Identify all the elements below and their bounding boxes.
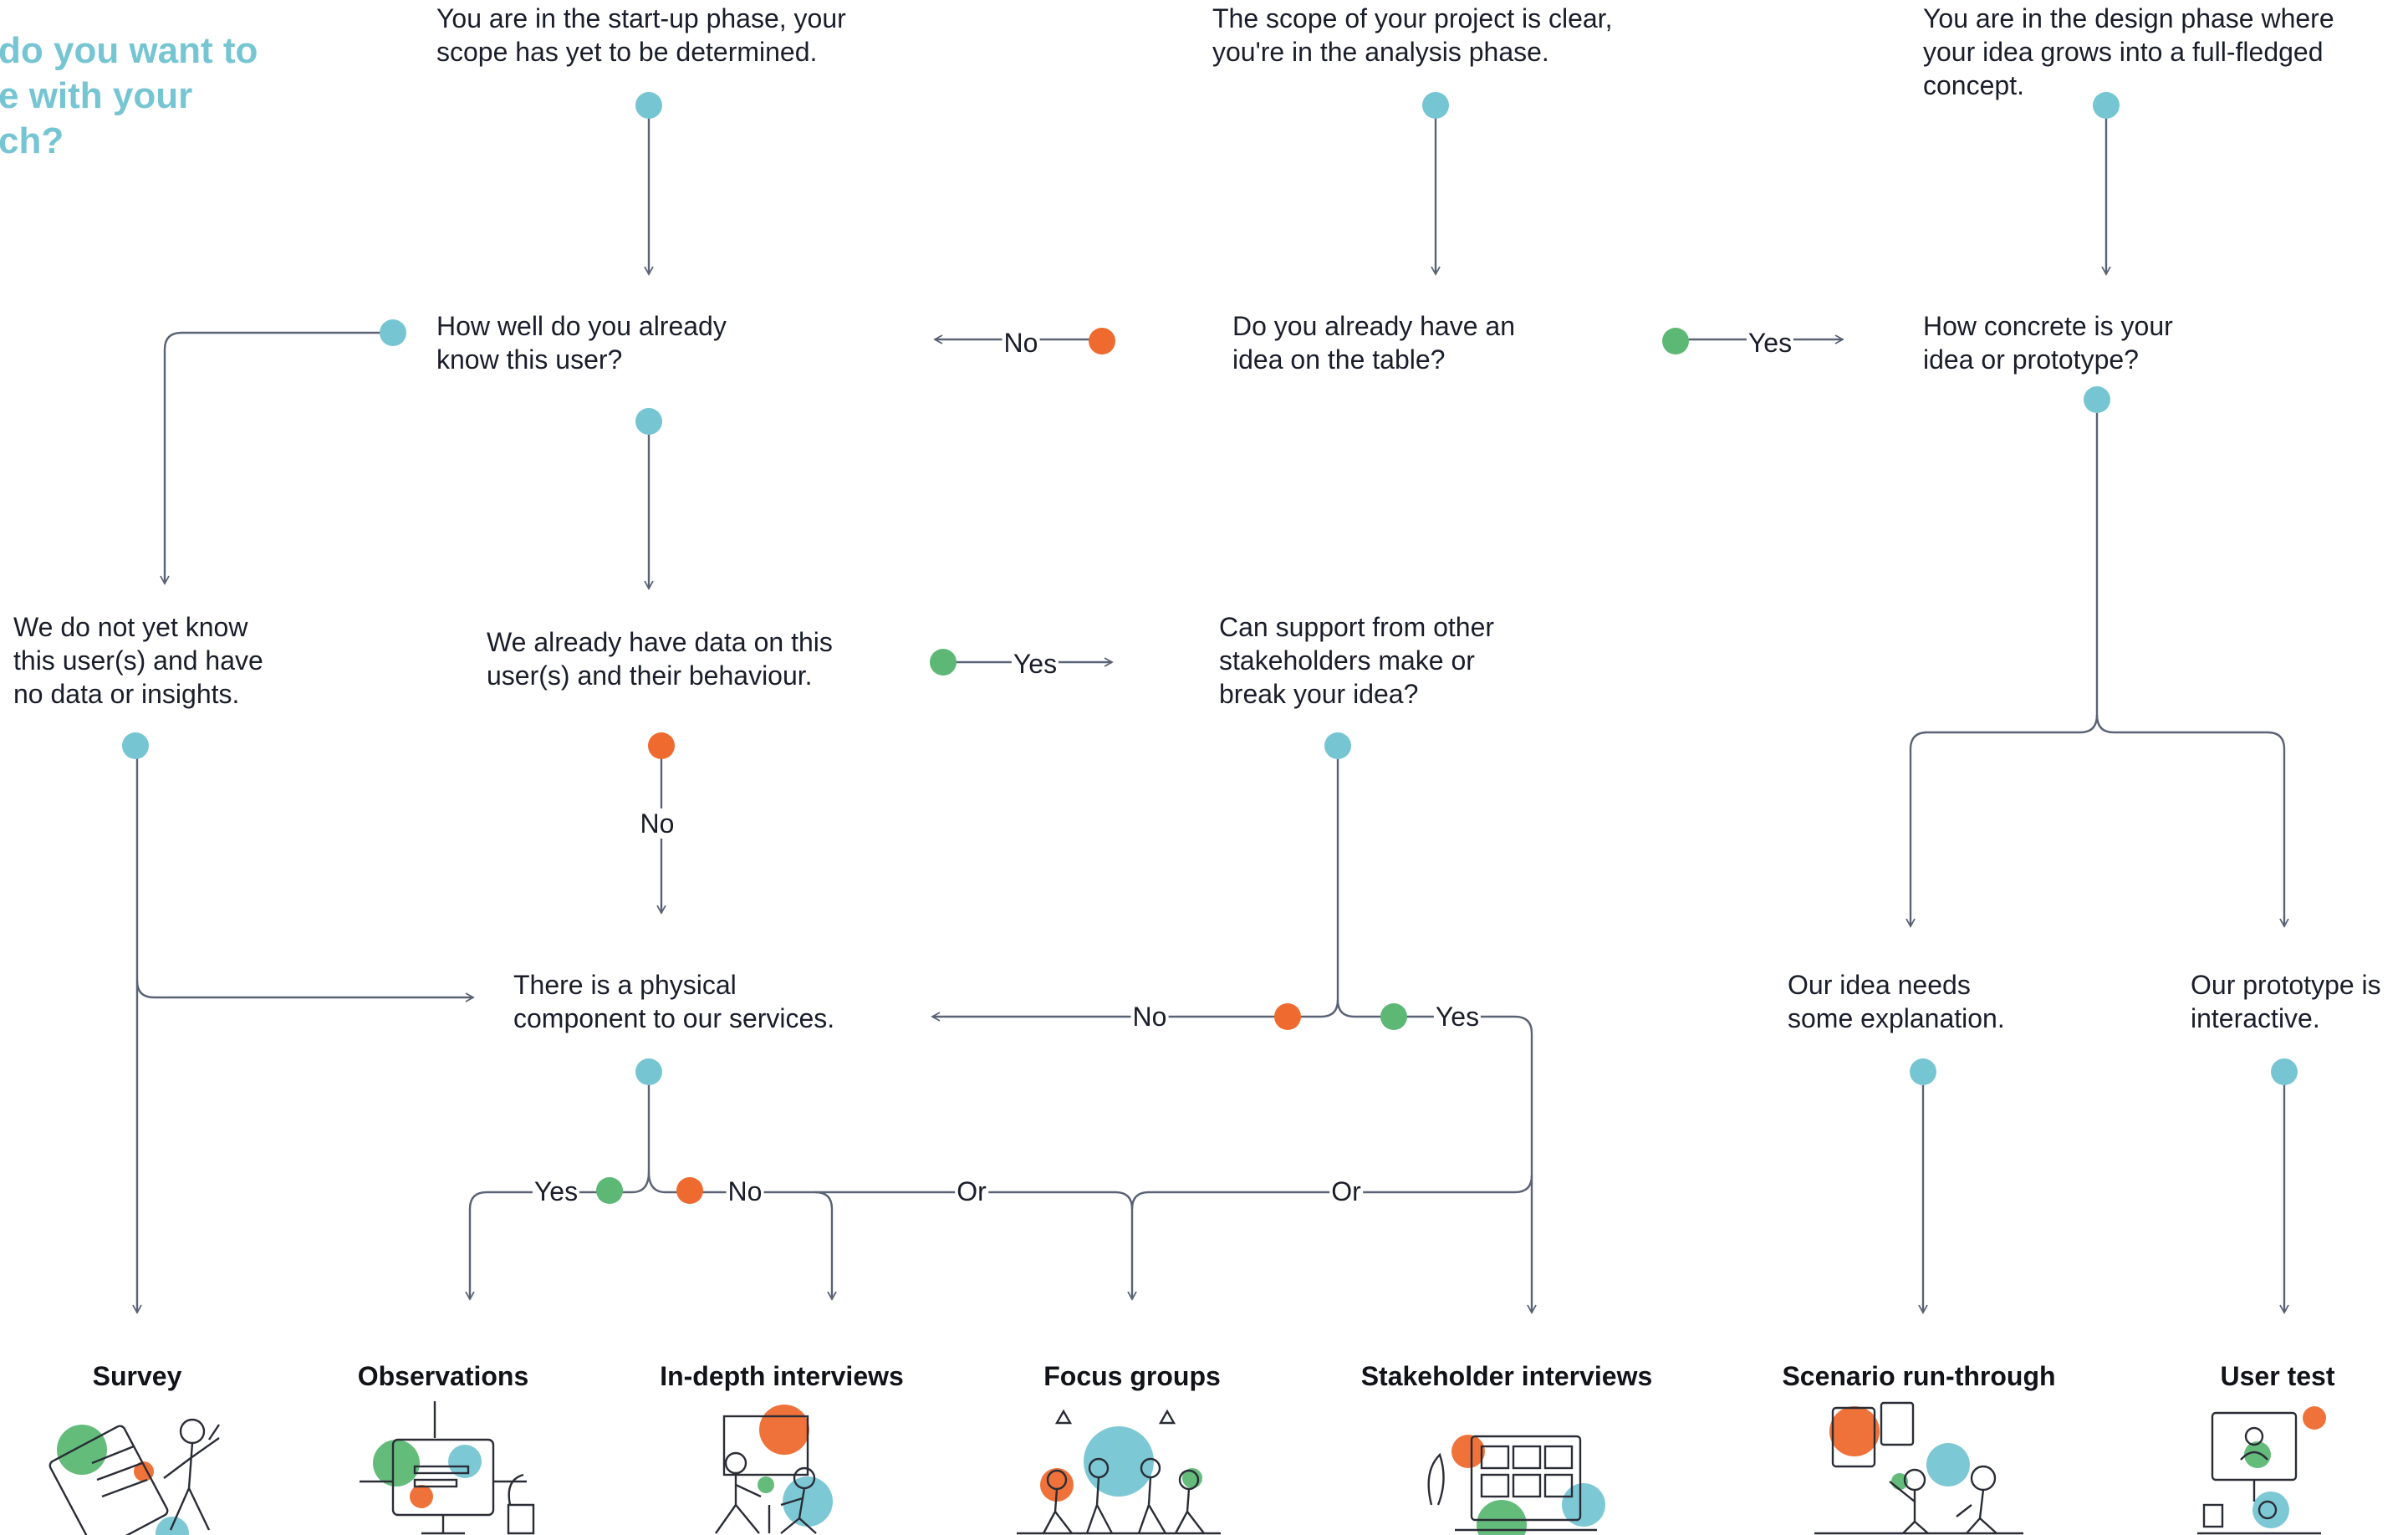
dot-haveidea-no <box>1089 328 1115 354</box>
edge-label-yes-observations: Yes <box>532 1176 580 1206</box>
method-scenario-run-through: Scenario run-through <box>1782 1361 2056 1391</box>
edge-label-no-physical: No <box>638 808 676 839</box>
observations-accent-3 <box>410 1485 433 1508</box>
observations-accent-2 <box>448 1445 482 1478</box>
scenario-accent-1 <box>1829 1406 1880 1456</box>
dot-phys-yes <box>596 1177 623 1204</box>
usertest-accent-3 <box>2252 1492 2289 1528</box>
dot-concrete <box>2084 386 2110 413</box>
node-design-text: You are in the design phase where your i… <box>1923 3 2334 100</box>
method-survey: Survey <box>92 1361 182 1391</box>
edge-stake-yes <box>1336 999 1537 1314</box>
edge-label-no-knowuser: No <box>1002 328 1040 358</box>
dot-havedata-yes <box>930 649 957 676</box>
dot-analysis <box>1422 92 1449 119</box>
dot-stakeholders <box>1324 732 1351 759</box>
edge-label-or-left: Or <box>955 1176 988 1206</box>
dot-knowuser-bottom <box>635 408 662 435</box>
edge-concrete-right <box>2095 714 2289 928</box>
edge-label-or-right: Or <box>1329 1176 1363 1206</box>
node-physical-text: There is a physical component to our ser… <box>513 970 835 1033</box>
node-startup-text: You are in the start-up phase, your scop… <box>436 3 846 67</box>
dot-startup <box>635 92 662 119</box>
dot-design <box>2093 92 2120 119</box>
node-nodata-text: We do not yet know this user(s) and have… <box>13 612 263 709</box>
edge-nodata-to-physical <box>135 980 475 1002</box>
survey-illustration <box>48 1418 220 1535</box>
node-interactive-text: Our prototype is interactive. <box>2191 970 2381 1033</box>
dot-phys-no <box>676 1177 703 1204</box>
stakeholder-accent-2 <box>1477 1500 1527 1535</box>
indepth-illustration <box>715 1415 817 1534</box>
survey-accent-1 <box>57 1425 107 1475</box>
usertest-accent-1 <box>2303 1406 2326 1430</box>
scenario-illustration <box>1814 1401 2023 1535</box>
edge-label-no-stakeholders: No <box>1130 1002 1169 1032</box>
stakeholder-illustration <box>1427 1435 1597 1532</box>
dot-explanation <box>1910 1058 1936 1085</box>
node-haveidea-text: Do you already have an idea on the table… <box>1232 311 1515 375</box>
scenario-accent-2 <box>1926 1443 1970 1487</box>
indepth-accent-1 <box>759 1405 809 1455</box>
indepth-accent-2 <box>783 1476 833 1527</box>
indepth-accent-3 <box>758 1476 774 1493</box>
dot-haveidea-yes <box>1662 328 1689 354</box>
edge-concrete-left <box>1905 714 2099 928</box>
dot-havedata-no <box>648 732 675 759</box>
observations-accent-1 <box>373 1440 420 1487</box>
focus-accent-1 <box>1084 1426 1154 1497</box>
dot-nodata <box>122 732 149 759</box>
node-havedata-text: We already have data on this user(s) and… <box>487 627 833 691</box>
focus-illustration <box>1017 1409 1221 1535</box>
node-knowuser-text: How well do you already know this user? <box>436 311 727 375</box>
edge-label-yes-stakeholder-interviews: Yes <box>1433 1002 1482 1032</box>
method-user-test: User test <box>2220 1361 2335 1391</box>
dot-knowuser-left <box>380 319 406 346</box>
node-analysis-text: The scope of your project is clear, you'… <box>1212 3 1613 67</box>
node-explanation-text: Our idea needs some explanation. <box>1788 970 2005 1033</box>
stakeholder-accent-1 <box>1451 1435 1485 1468</box>
usertest-illustration <box>2197 1411 2321 1535</box>
node-concrete-text: How concrete is your idea or prototype? <box>1923 311 2173 375</box>
method-focus-groups: Focus groups <box>1043 1361 1221 1391</box>
dot-stake-yes <box>1380 1003 1407 1030</box>
node-stakeholders-text: Can support from other stakeholders make… <box>1219 612 1495 709</box>
page-heading: do you want to e with your ch? <box>0 30 258 161</box>
edge-phys-yes <box>465 1171 650 1301</box>
method-stakeholder-interviews: Stakeholder interviews <box>1360 1361 1653 1391</box>
usertest-accent-2 <box>2244 1441 2271 1468</box>
dot-interactive <box>2271 1058 2298 1085</box>
dot-physical <box>635 1058 662 1085</box>
dot-stake-no <box>1274 1003 1301 1030</box>
edge-knowuser-to-nodata <box>160 331 389 585</box>
method-observations: Observations <box>357 1361 529 1391</box>
edge-label-yes-stakeholders: Yes <box>1011 649 1059 679</box>
method-indepth-interviews: In-depth interviews <box>660 1361 904 1391</box>
edge-label-yes-concrete: Yes <box>1746 328 1794 358</box>
edge-label-no-indepth: No <box>726 1176 764 1206</box>
observations-illustration <box>360 1401 535 1535</box>
